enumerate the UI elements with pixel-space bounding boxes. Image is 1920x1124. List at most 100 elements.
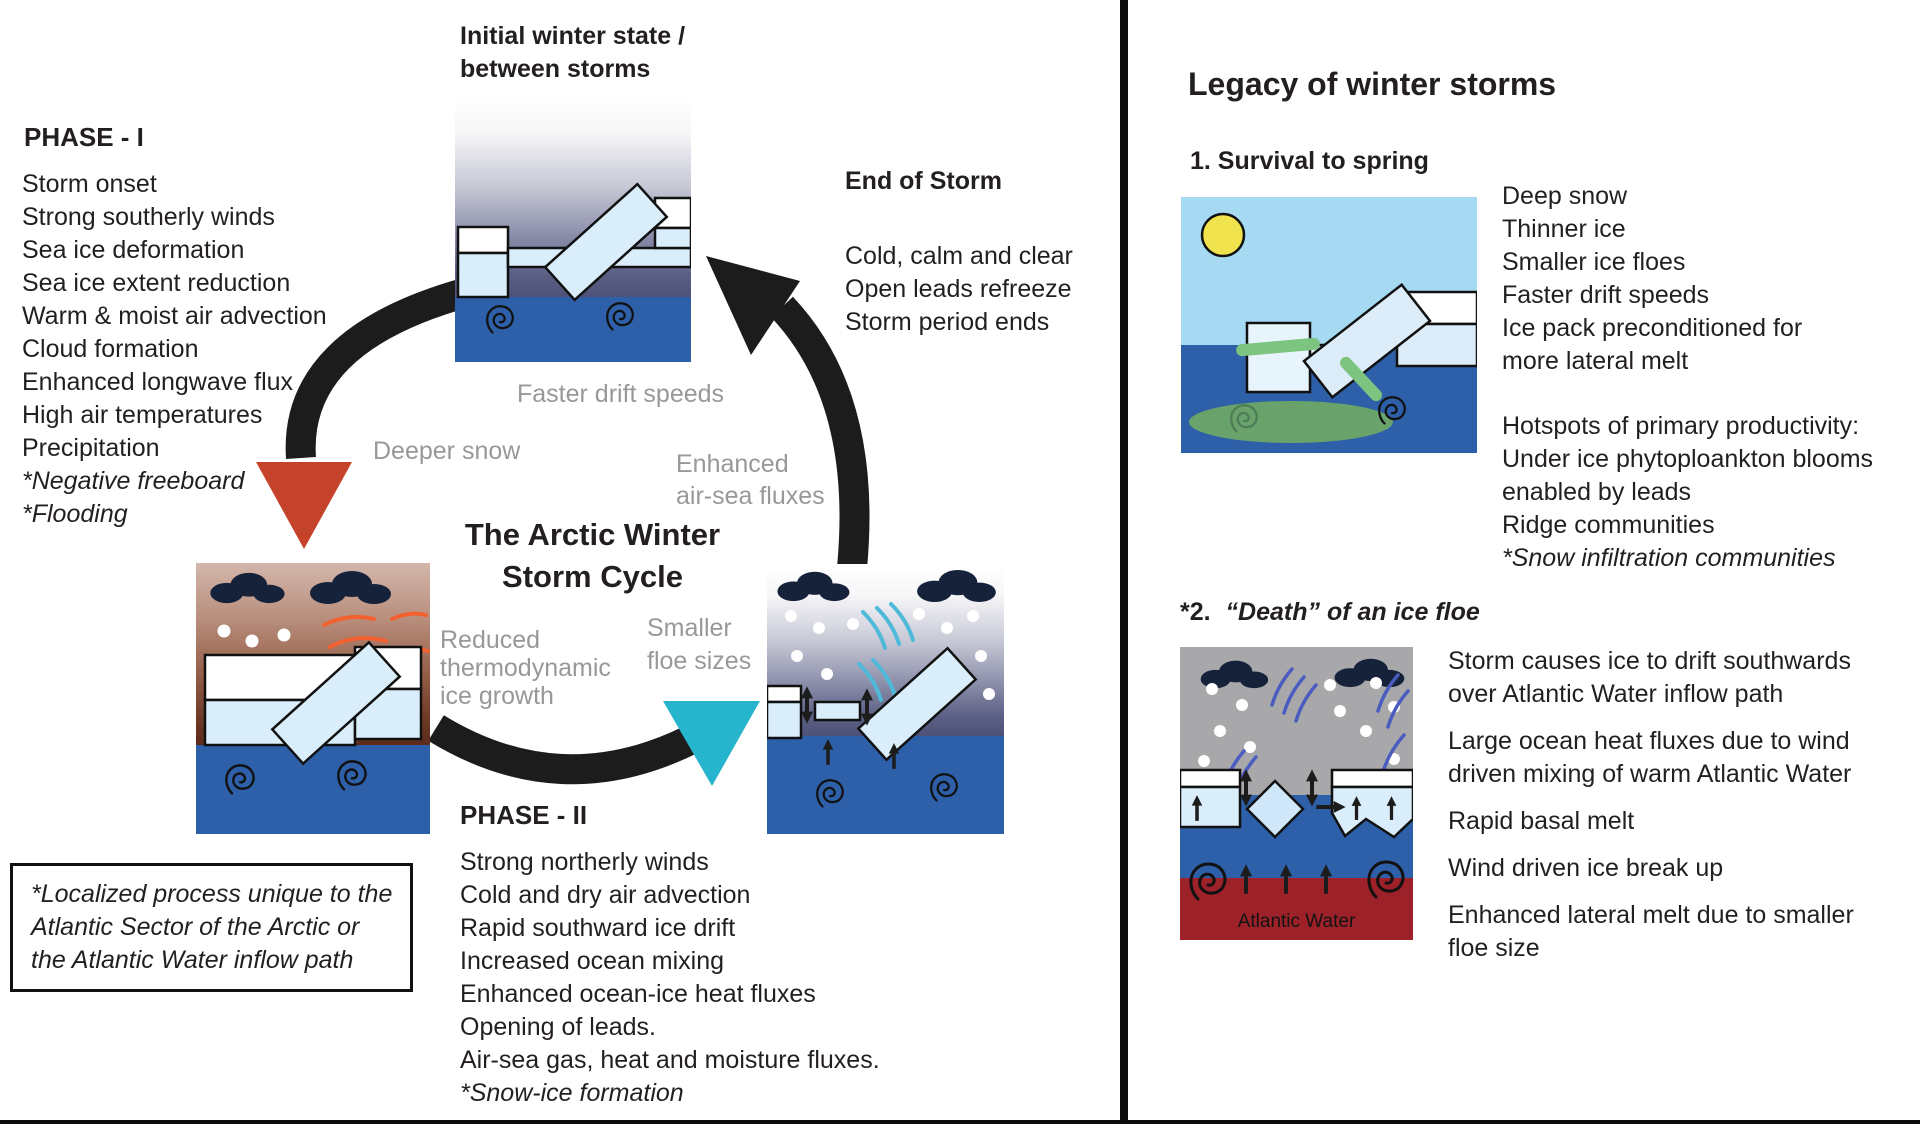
ice-floes bbox=[1245, 282, 1477, 400]
phase1-list: Storm onset Strong southerly winds Sea i… bbox=[22, 168, 327, 531]
initial-state-line1: Initial winter state / bbox=[460, 22, 686, 50]
ice-floes bbox=[456, 182, 691, 302]
footnote-box: *Localized process unique to the Atlanti… bbox=[10, 863, 414, 992]
productivity-item: enabled by leads bbox=[1502, 478, 1692, 506]
phase1-item: Warm & moist air advection bbox=[22, 302, 327, 330]
phase1-item: Enhanced longwave flux bbox=[22, 368, 294, 396]
cycle-arrow-bottom bbox=[428, 715, 697, 785]
algae-stripes bbox=[1236, 337, 1383, 402]
survival-item: Deep snow bbox=[1502, 182, 1628, 210]
phase1-storm-illustration bbox=[196, 563, 430, 834]
death-item: Large ocean heat fluxes due to wind bbox=[1448, 727, 1850, 755]
death-title-rest: “Death” of an ice floe bbox=[1225, 598, 1480, 626]
ice-floes bbox=[203, 640, 423, 766]
label-deeper-snow: Deeper snow bbox=[373, 437, 521, 465]
phase2-item-italic: *Snow-ice formation bbox=[460, 1079, 684, 1107]
phase1-item: Sea ice extent reduction bbox=[22, 269, 291, 297]
ice-floes bbox=[767, 646, 978, 762]
phase1-item-italic: *Negative freeboard bbox=[22, 467, 245, 495]
death-title-prefix: *2. bbox=[1180, 598, 1211, 626]
death-illustration: Atlantic Water bbox=[1180, 647, 1413, 940]
label-reduced-line1: Reduced bbox=[440, 626, 541, 654]
label-smaller-floes: Smaller floe sizes bbox=[647, 612, 751, 678]
survival-item: more lateral melt bbox=[1502, 347, 1689, 375]
footnote-line3: the Atlantic Water inflow path bbox=[31, 946, 354, 974]
end-of-storm-title: End of Storm bbox=[845, 167, 1002, 195]
phase2-item: Increased ocean mixing bbox=[460, 947, 725, 975]
label-enhanced-fluxes: Enhanced air-sea fluxes bbox=[676, 448, 825, 512]
productivity-item-italic: *Snow infiltration communities bbox=[1502, 544, 1836, 572]
footnote-line2: Atlantic Sector of the Arctic or bbox=[31, 913, 360, 941]
phase2-item: Cold and dry air advection bbox=[460, 881, 751, 909]
phase1-item: Storm onset bbox=[22, 170, 157, 198]
label-reduced-line2: thermodynamic bbox=[440, 654, 611, 682]
phase1-item: Cloud formation bbox=[22, 335, 199, 363]
phytoplankton-bloom bbox=[1189, 401, 1393, 443]
label-reduced-line3: ice growth bbox=[440, 682, 554, 710]
phase2-item: Rapid southward ice drift bbox=[460, 914, 736, 942]
survival-item: Thinner ice bbox=[1502, 215, 1626, 243]
cycle-title-line1: The Arctic Winter bbox=[464, 517, 721, 552]
label-reduced-growth: Reduced thermodynamic ice growth bbox=[440, 626, 611, 710]
atlantic-water-layer bbox=[1180, 878, 1413, 940]
death-item: Enhanced lateral melt due to smaller bbox=[1448, 901, 1854, 929]
label-smaller-line2: floe sizes bbox=[647, 647, 752, 675]
phase2-storm-illustration bbox=[767, 564, 1004, 834]
phase2-item: Air-sea gas, heat and moisture fluxes. bbox=[460, 1046, 880, 1074]
phase1-item-italic: *Flooding bbox=[22, 500, 128, 528]
survival-item: Smaller ice floes bbox=[1502, 248, 1686, 276]
survival-item: Ice pack preconditioned for bbox=[1502, 314, 1803, 342]
label-faster-drift: Faster drift speeds bbox=[517, 380, 725, 408]
initial-state-label: Initial winter state / between storms bbox=[460, 20, 685, 86]
phase1-title: PHASE - I bbox=[24, 122, 144, 152]
phase2-item: Opening of leads. bbox=[460, 1013, 656, 1041]
phase1-item: Precipitation bbox=[22, 434, 160, 462]
survival-title: 1. Survival to spring bbox=[1190, 147, 1429, 175]
productivity-item: Under ice phytoploankton blooms bbox=[1502, 445, 1874, 473]
cyan-phase2-triangle-icon bbox=[663, 701, 760, 786]
cycle-title-line2: Storm Cycle bbox=[502, 559, 683, 594]
legacy-title: Legacy of winter storms bbox=[1188, 66, 1557, 102]
end-of-storm-list: Cold, calm and clear Open leads refreeze… bbox=[845, 240, 1073, 339]
productivity-item: Ridge communities bbox=[1502, 511, 1715, 539]
cycle-title: The Arctic Winter Storm Cycle bbox=[450, 514, 735, 598]
label-smaller-line1: Smaller bbox=[647, 614, 732, 642]
death-item: driven mixing of warm Atlantic Water bbox=[1448, 760, 1852, 788]
panel-divider bbox=[1120, 0, 1128, 1124]
cycle-arrow-right bbox=[770, 296, 870, 570]
death-title: *2. “Death” of an ice floe bbox=[1180, 598, 1480, 627]
death-item: Rapid basal melt bbox=[1448, 807, 1635, 835]
label-enhanced-line1: Enhanced bbox=[676, 450, 789, 478]
phase1-item: Strong southerly winds bbox=[22, 203, 275, 231]
atlantic-water-label: Atlantic Water bbox=[1237, 911, 1356, 932]
phase1-item: Sea ice deformation bbox=[22, 236, 245, 264]
initial-state-line2: between storms bbox=[460, 55, 651, 83]
death-item: over Atlantic Water inflow path bbox=[1448, 680, 1784, 708]
phase2-list: Strong northerly winds Cold and dry air … bbox=[460, 846, 880, 1110]
survival-list: Deep snow Thinner ice Smaller ice floes … bbox=[1502, 180, 1802, 378]
cold-wind-streaks bbox=[857, 602, 915, 702]
black-arrowhead-icon bbox=[706, 256, 800, 355]
end-of-storm-item: Open leads refreeze bbox=[845, 275, 1072, 303]
death-item: Storm causes ice to drift southwards bbox=[1448, 647, 1851, 675]
figure-bottom-border bbox=[0, 1120, 1920, 1124]
label-enhanced-line2: air-sea fluxes bbox=[676, 482, 825, 510]
death-item: Wind driven ice break up bbox=[1448, 854, 1724, 882]
survival-item: Faster drift speeds bbox=[1502, 281, 1710, 309]
phase1-item: High air temperatures bbox=[22, 401, 263, 429]
footnote-line1: *Localized process unique to the bbox=[31, 880, 393, 908]
ocean bbox=[196, 745, 430, 834]
death-list: Storm causes ice to drift southwards ove… bbox=[1448, 645, 1854, 965]
productivity-list: Hotspots of primary productivity: Under … bbox=[1502, 410, 1873, 575]
initial-state-illustration bbox=[455, 96, 691, 362]
snow-dots bbox=[1198, 677, 1400, 767]
phase2-item: Enhanced ocean-ice heat fluxes bbox=[460, 980, 816, 1008]
phase2-item: Strong northerly winds bbox=[460, 848, 709, 876]
productivity-item: Hotspots of primary productivity: bbox=[1502, 412, 1860, 440]
survival-illustration bbox=[1181, 197, 1477, 453]
end-of-storm-item: Storm period ends bbox=[845, 308, 1050, 336]
sun-icon bbox=[1200, 212, 1246, 258]
death-item: floe size bbox=[1448, 934, 1540, 962]
phase2-title: PHASE - II bbox=[460, 800, 588, 830]
